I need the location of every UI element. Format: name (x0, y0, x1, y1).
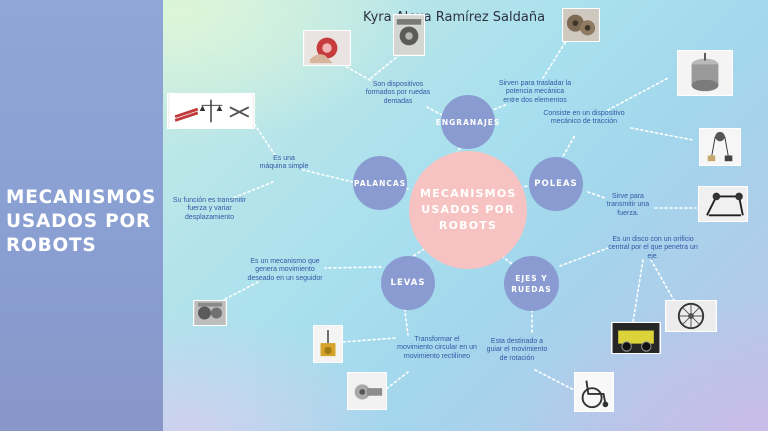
link-engranajes-desc1-img (342, 64, 371, 81)
link-levas-img2 (342, 337, 396, 343)
image-pulley-weights (699, 128, 741, 166)
link-palancas-img (254, 124, 276, 156)
palancas-desc-1: Es una máquina simple (259, 155, 309, 171)
image-gear-hand (303, 30, 351, 66)
sidebar-panel: MECANISMOS USADOS POR ROBOTS (0, 0, 163, 431)
mind-map-canvas[interactable]: Kyra Alexa Ramírez Saldaña MECANISMOS US… (163, 0, 768, 431)
link-ejes-desc1 (559, 247, 609, 267)
node-poleas-label: POLEAS (534, 178, 578, 189)
image-cam-lock (347, 372, 387, 410)
image-lever-tools (167, 93, 255, 129)
image-wheel-axle-2 (665, 300, 717, 332)
levas-desc-2: Transformar el movimiento circular en un… (397, 336, 477, 360)
image-bronze-gears (562, 8, 600, 42)
link-engranajes-desc2 (484, 103, 509, 114)
link-engranajes-desc1 (424, 105, 443, 116)
link-levas-img3 (384, 371, 409, 391)
palancas-desc-2: Su función es transmitir fuerza y variar… (172, 197, 247, 221)
image-pulley-spool (677, 50, 733, 96)
image-gear-mechanism (393, 14, 425, 56)
node-ejes-ruedas-label: EJES Y RUEDAS (511, 273, 552, 294)
link-engranajes-img3 (542, 37, 569, 79)
image-wheelchair (574, 372, 614, 412)
node-palancas[interactable]: PALANCAS (353, 156, 407, 210)
node-engranajes[interactable]: ENGRANAJES (436, 95, 499, 149)
node-poleas[interactable]: POLEAS (529, 157, 583, 211)
link-engranajes-img2 (370, 51, 404, 79)
image-pulley-machine (698, 186, 748, 222)
node-levas[interactable]: LEVAS (381, 256, 435, 310)
engranajes-desc-2: Sirven para trasladar la potencia mecáni… (498, 80, 572, 104)
link-levas-desc1 (324, 266, 382, 269)
link-poleas-desc1 (560, 134, 576, 161)
link-ejes-img1 (632, 259, 644, 323)
link-palancas-desc1 (302, 169, 354, 183)
link-ejes-img3 (534, 369, 579, 393)
central-node[interactable]: MECANISMOS USADOS POR ROBOTS (409, 151, 527, 269)
sidebar-title: MECANISMOS USADOS POR ROBOTS (6, 187, 157, 256)
image-cam-engine (193, 300, 227, 326)
link-poleas-desc2 (587, 191, 606, 199)
node-engranajes-label: ENGRANAJES (435, 117, 501, 127)
ejes-desc-1: Es un disco con un orificio central por … (608, 236, 698, 260)
ejes-desc-2: Esta destinado a guiar el movimiento de … (486, 338, 548, 362)
link-ejes-img2 (650, 259, 676, 303)
author-name: Kyra Alexa Ramírez Saldaña (363, 10, 546, 25)
node-levas-label: LEVAS (390, 277, 426, 288)
poleas-desc-1: Consiste en un dispositivo mecánico de t… (543, 110, 625, 126)
link-palancas-desc2 (232, 181, 274, 199)
node-ejes-ruedas[interactable]: EJES Y RUEDAS (504, 256, 559, 311)
node-palancas-label: PALANCAS (353, 178, 407, 188)
levas-desc-1: Es un mecanismo que genera movimiento de… (247, 258, 323, 282)
image-wheel-axle-1 (611, 322, 661, 354)
link-poleas-img2 (630, 127, 694, 141)
image-cam-yellow (313, 325, 343, 363)
central-node-label: MECANISMOS USADOS POR ROBOTS (420, 187, 517, 232)
poleas-desc-2: Sirve para transmitir una fuerza. (606, 193, 650, 217)
link-poleas-img1 (607, 77, 669, 111)
engranajes-desc-1: Son dispositivos formados por ruedas den… (365, 81, 431, 105)
link-center-levas (409, 248, 425, 259)
